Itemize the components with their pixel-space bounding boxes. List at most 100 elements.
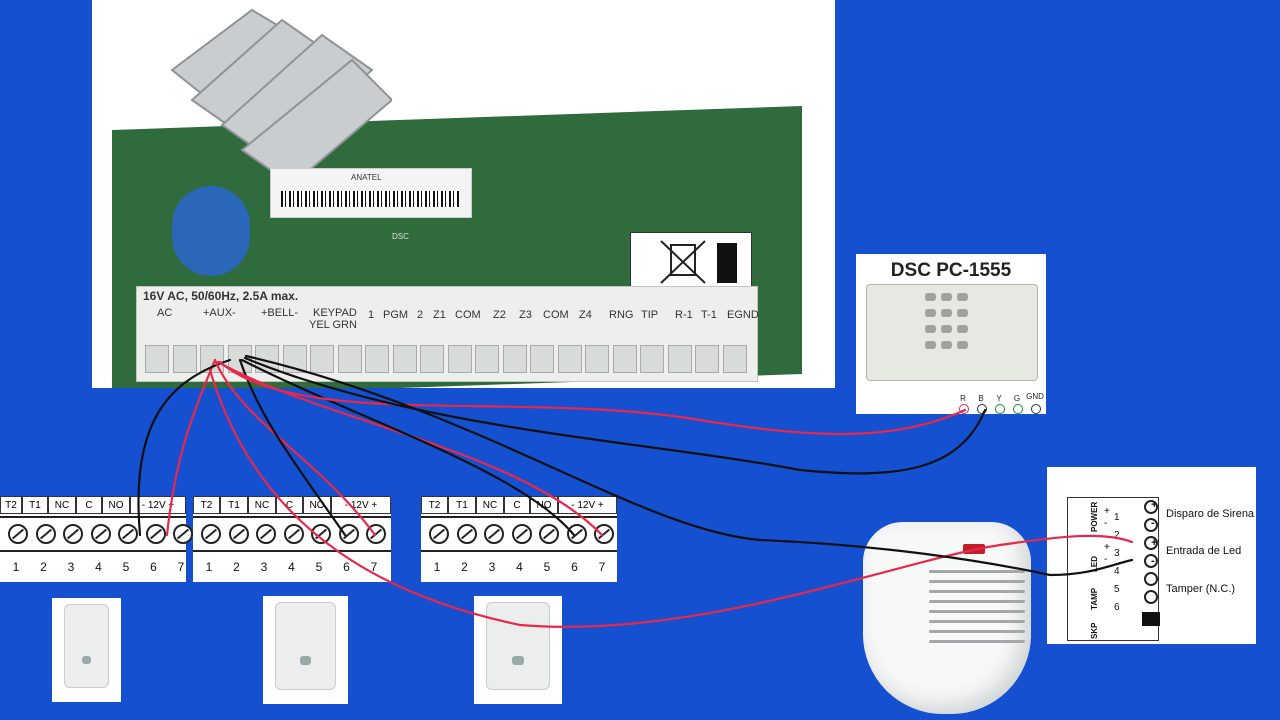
terminal-header: 16V AC, 50/60Hz, 2.5A max. bbox=[143, 289, 299, 303]
terminal-slot bbox=[475, 345, 499, 373]
terminal-number-2: 2 bbox=[461, 560, 468, 574]
terminal-slot bbox=[200, 345, 224, 373]
terminal-slot bbox=[310, 345, 334, 373]
terminal-header-3: C bbox=[276, 496, 303, 514]
silk-label: DSC bbox=[392, 232, 409, 241]
siren-module-terminals: POWER LED TAMP SKP + - + - 1 2 3 4 5 6 bbox=[1067, 497, 1160, 641]
term-label-z3: Z3 bbox=[519, 309, 532, 321]
term-label-z1: Z1 bbox=[433, 309, 446, 321]
alarm-panel-photo: ANATEL DSC 16V AC, 50/60Hz, 2.5A max. AC… bbox=[92, 0, 835, 388]
terminal-slot bbox=[145, 345, 169, 373]
term-label-com-1: COM bbox=[455, 309, 481, 321]
sm-num-3: 3 bbox=[1114, 548, 1120, 559]
terminal-number-7: 7 bbox=[177, 560, 185, 574]
keypad-icon bbox=[866, 284, 1038, 381]
term-label-rng: RNG bbox=[609, 309, 634, 321]
sm-sign-minus-1: - bbox=[1151, 517, 1155, 529]
term-label-z2: Z2 bbox=[493, 309, 506, 321]
keypad-key-icon bbox=[957, 293, 968, 301]
term-label-yelgrn: YEL GRN bbox=[309, 319, 357, 331]
terminal-header-3: C bbox=[504, 496, 530, 514]
terminal-rail bbox=[0, 516, 186, 552]
terminal-header-4: NO bbox=[530, 496, 558, 514]
keypad-key-icon bbox=[925, 341, 936, 349]
heatsink-icon bbox=[170, 8, 392, 187]
keypad-key-icon bbox=[957, 341, 968, 349]
siren-led bbox=[963, 544, 985, 554]
keypad-term-dot bbox=[1013, 404, 1023, 414]
motion-detector-icon bbox=[474, 596, 562, 704]
terminal-number-4: 4 bbox=[288, 560, 295, 574]
screw-icon bbox=[90, 524, 111, 544]
terminal-number-3: 3 bbox=[488, 560, 496, 574]
sm-sign-plus-1: + bbox=[1151, 499, 1158, 511]
term-label-1: 1 bbox=[368, 309, 375, 321]
screw-icon bbox=[1144, 536, 1158, 550]
terminal-slot bbox=[282, 345, 307, 373]
keypad-key-icon bbox=[941, 341, 952, 349]
terminal-header-4: NO bbox=[102, 496, 130, 514]
terminal-number-5: 5 bbox=[315, 560, 323, 574]
terminal-number-3: 3 bbox=[67, 560, 75, 574]
keypad-term-r: R bbox=[960, 394, 966, 403]
keypad-title: DSC PC-1555 bbox=[890, 260, 1012, 281]
term-label-aux: +AUX- bbox=[203, 307, 236, 319]
term-label-2: 2 bbox=[417, 309, 424, 321]
sm-sign-minus-2: - bbox=[1151, 555, 1155, 567]
led-minus: - bbox=[1104, 554, 1108, 565]
keypad-term-gnd: GND bbox=[1026, 392, 1044, 401]
terminal-number-6: 6 bbox=[150, 560, 157, 574]
terminal-header-0: T2 bbox=[421, 496, 448, 514]
terminal-rail bbox=[193, 516, 391, 552]
terminal-slot bbox=[502, 345, 527, 373]
terminal-header-0: T2 bbox=[0, 496, 22, 514]
keypad-diagram: DSC PC-1555 R B Y G GND bbox=[856, 254, 1046, 414]
screw-icon bbox=[1144, 554, 1158, 568]
siren-module-diagram: POWER LED TAMP SKP + - + - 1 2 3 4 5 6 +… bbox=[1047, 467, 1256, 644]
keypad-terminals: R B Y G GND bbox=[956, 392, 1046, 414]
terminal-header-2: NC bbox=[248, 496, 276, 514]
sm-num-6: 6 bbox=[1114, 602, 1120, 613]
term-label-z4: Z4 bbox=[579, 309, 592, 321]
power-plus: + bbox=[1104, 506, 1110, 517]
terminal-header-1: T1 bbox=[22, 496, 48, 514]
terminal-slot bbox=[640, 345, 664, 373]
section-tamp: TAMP bbox=[1090, 587, 1099, 610]
keypad-term-dot bbox=[995, 404, 1005, 414]
screw-icon bbox=[1144, 518, 1158, 532]
sm-num-1: 1 bbox=[1114, 512, 1120, 523]
motion-detector-icon bbox=[52, 598, 121, 702]
terminal-slot bbox=[392, 345, 417, 373]
terminal-slot bbox=[667, 345, 692, 373]
terminal-number-6: 6 bbox=[571, 560, 578, 574]
terminal-header-2: NC bbox=[476, 496, 504, 514]
keypad-key-icon bbox=[925, 293, 936, 301]
keypad-term-g: G bbox=[1013, 394, 1021, 403]
screw-icon bbox=[118, 524, 138, 544]
terminal-number-1: 1 bbox=[12, 560, 20, 574]
sm-num-2: 2 bbox=[1114, 530, 1120, 541]
term-label-tip: TIP bbox=[641, 309, 659, 321]
screw-icon bbox=[35, 524, 56, 544]
terminal-strip: 16V AC, 50/60Hz, 2.5A max. AC +AUX- +BEL… bbox=[136, 286, 759, 382]
desc-entrada-led: Entrada de Led bbox=[1166, 545, 1242, 557]
barcode-brand: ANATEL bbox=[351, 173, 382, 182]
terminal-number-1: 1 bbox=[433, 560, 441, 574]
terminal-slot bbox=[255, 345, 279, 373]
screw-icon bbox=[1144, 500, 1158, 514]
keypad-term-b: B bbox=[978, 394, 984, 403]
desc-disparo-sirena: Disparo de Sirena bbox=[1166, 508, 1255, 520]
terminal-header-4: NO bbox=[303, 496, 331, 514]
term-label-bell: +BELL- bbox=[261, 307, 298, 319]
desc-tamper: Tamper (N.C.) bbox=[1166, 583, 1236, 595]
term-label-t1: T-1 bbox=[701, 309, 717, 321]
terminal-slot bbox=[695, 345, 719, 373]
terminal-number-2: 2 bbox=[40, 560, 47, 574]
sm-num-4: 4 bbox=[1114, 566, 1120, 577]
terminal-header-5: - 12V + bbox=[558, 496, 617, 514]
section-power: POWER bbox=[1090, 501, 1099, 532]
barcode-icon bbox=[281, 191, 459, 207]
terminal-header-5: - 12V + bbox=[331, 496, 391, 514]
